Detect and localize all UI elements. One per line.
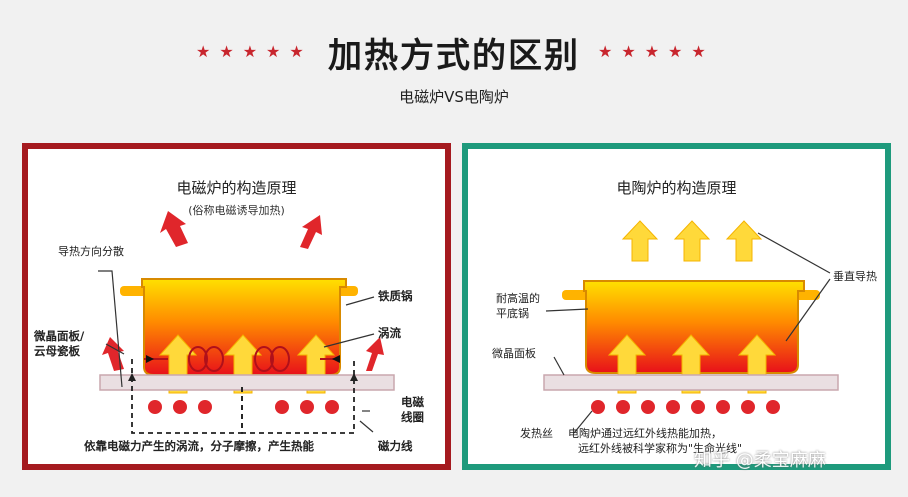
label-eddy: 涡流	[378, 326, 401, 340]
watermark: 知乎 @柔宝麻麻	[694, 450, 826, 471]
label-heat-dispersed: 导热方向分散	[58, 245, 124, 258]
label-iron-pot: 铁质锅	[378, 289, 413, 303]
leader-lines	[545, 232, 831, 434]
stars-left: ★★★★★	[196, 42, 313, 61]
label-coil-line2: 线圈	[401, 410, 424, 424]
label-induction-caption: 依靠电磁力产生的涡流，分子摩擦，产生热能	[84, 439, 314, 453]
ceramic-panel-title: 电陶炉的构造原理	[616, 179, 737, 197]
ceramic-plate	[543, 374, 839, 391]
label-ceramic-caption-line2: 远红外线被科学家称为"生命光线"	[578, 442, 743, 455]
induction-panel-title: 电磁炉的构造原理	[176, 179, 297, 197]
induction-cooker-panel: 电磁炉的构造原理 (俗称电磁诱导加热)	[22, 143, 451, 470]
coil-dots	[148, 400, 339, 414]
page-title: 加热方式的区别	[328, 36, 580, 76]
magnetic-field-lines	[131, 359, 355, 434]
induction-panel-subtitle: (俗称电磁诱导加热)	[188, 204, 285, 217]
label-vertical-heat: 垂直导热	[833, 270, 877, 283]
heating-wire-dots	[591, 400, 780, 414]
ceramic-plate	[99, 374, 395, 391]
label-pot-line2: 平底锅	[496, 307, 529, 320]
leader-lines	[98, 270, 375, 433]
vertical-heat-arrows-top	[621, 220, 763, 262]
label-panel-line1: 微晶面板/	[34, 329, 85, 343]
label-pot-line1: 耐高温的	[496, 292, 540, 305]
label-coil-line1: 电磁	[401, 395, 424, 409]
page-subtitle: 电磁炉VS电陶炉	[399, 88, 509, 106]
label-ceramic-caption-line1: 电陶炉通过远红外线热能加热，	[568, 427, 722, 440]
label-heating-wire: 发热丝	[520, 427, 553, 440]
stars-right: ★★★★★	[598, 42, 715, 61]
eddy-arrowheads	[146, 355, 340, 363]
label-magnetic-lines: 磁力线	[378, 439, 413, 453]
ceramic-cooker-panel: 电陶炉的构造原理	[462, 143, 891, 470]
label-panel-line2: 云母瓷板	[34, 344, 80, 358]
induction-diagram	[98, 211, 395, 434]
ceramic-diagram	[543, 220, 839, 434]
label-ceramic-panel: 微晶面板	[492, 347, 536, 360]
